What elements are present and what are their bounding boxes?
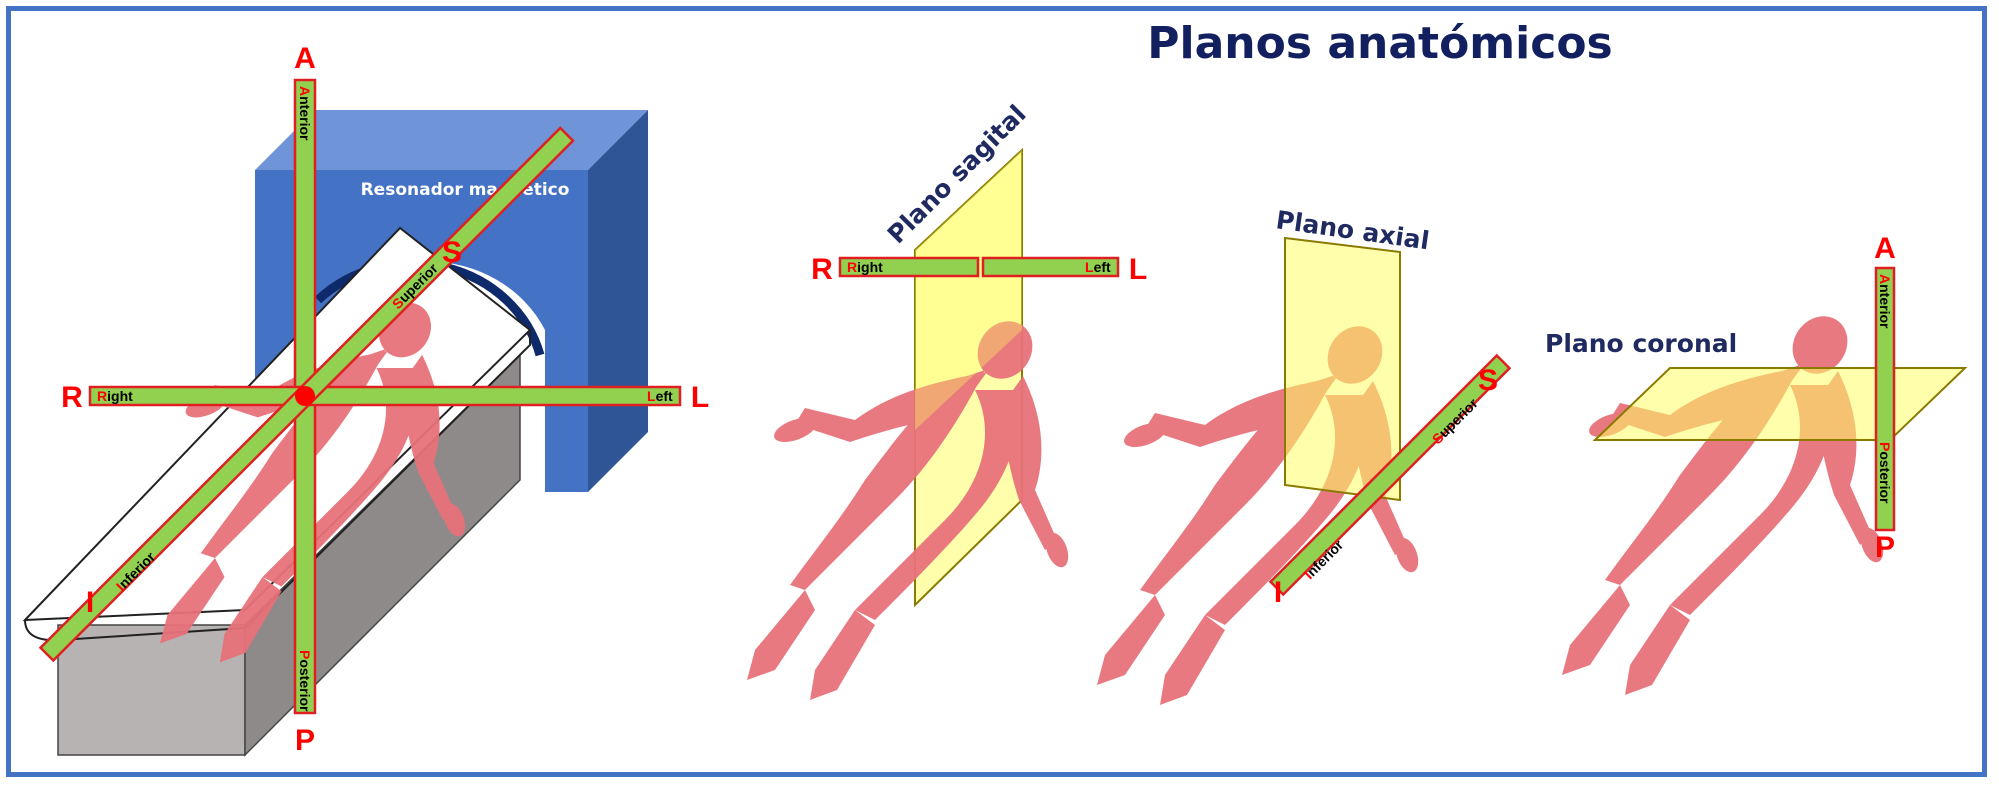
anterior-word: Anterior xyxy=(297,86,313,141)
axial-superior-letter: S xyxy=(1478,364,1498,397)
sagittal-panel: R L Right Left Plano sagital xyxy=(747,99,1147,700)
coronal-posterior-word: Posterior xyxy=(1877,442,1893,504)
sagittal-right-bar xyxy=(838,256,980,278)
coronal-panel: A P Anterior Posterior Plano coronal xyxy=(1545,232,1968,695)
sagittal-left-letter: L xyxy=(1129,253,1147,286)
axial-inferior-letter: I xyxy=(1274,576,1282,609)
anterior-word-first: A xyxy=(297,86,313,96)
coronal-body xyxy=(1562,305,1888,695)
left-letter: L xyxy=(691,381,709,414)
coronal-posterior-rest: osterior xyxy=(1877,451,1893,504)
sagittal-right-word: Right xyxy=(847,259,883,275)
posterior-letter: P xyxy=(295,724,315,757)
axial-si-bar xyxy=(1268,353,1512,597)
coronal-anterior-word: Anterior xyxy=(1877,274,1893,329)
coronal-posterior-letter: P xyxy=(1875,531,1895,564)
diagram-title: Planos anatómicos xyxy=(1147,18,1612,69)
coronal-anterior-first: A xyxy=(1877,274,1893,284)
table-top-edge xyxy=(24,330,531,642)
sagittal-plane-overlay xyxy=(915,150,1022,430)
axial-panel: S I Superior Inferior Plano axial xyxy=(1097,205,1512,705)
scanner-side-face xyxy=(588,110,648,492)
anterior-word-rest: nterior xyxy=(297,96,313,141)
right-word-rest: ight xyxy=(107,388,133,404)
anterior-letter: A xyxy=(294,42,316,75)
posterior-word-rest: osterior xyxy=(297,659,313,712)
origin-point xyxy=(295,386,315,406)
posterior-word: Posterior xyxy=(297,650,313,712)
scanner-axes: A P R L S I Anterior Posterior Right Lef… xyxy=(38,42,709,757)
coronal-anterior-rest: nterior xyxy=(1877,284,1893,329)
sagittal-right-first: R xyxy=(847,259,857,275)
sagittal-left-first: L xyxy=(1085,259,1094,275)
posterior-word-first: P xyxy=(297,650,313,659)
sagittal-right-letter: R xyxy=(811,253,833,286)
table-base-front xyxy=(57,624,246,756)
right-left-axis xyxy=(88,385,682,407)
inferior-letter: I xyxy=(86,586,94,619)
coronal-posterior-first: P xyxy=(1877,442,1893,451)
right-word-first: R xyxy=(97,388,107,404)
coronal-plane xyxy=(1592,367,1968,441)
sagittal-right-rest: ight xyxy=(857,259,883,275)
sagittal-left-word: Left xyxy=(1085,259,1111,275)
right-letter: R xyxy=(61,381,83,414)
sagittal-body xyxy=(747,310,1073,700)
left-word-rest: eft xyxy=(656,388,673,404)
coronal-label: Plano coronal xyxy=(1545,329,1737,358)
coronal-ap-bar xyxy=(1874,266,1896,532)
sagittal-left-bar xyxy=(981,256,1120,278)
right-word: Right xyxy=(97,388,133,404)
axial-plane xyxy=(1284,236,1401,502)
coronal-anterior-letter: A xyxy=(1874,232,1896,265)
superior-letter: S xyxy=(442,236,462,269)
sagittal-left-rest: eft xyxy=(1094,259,1111,275)
scanner-label: Resonador magnético xyxy=(361,180,570,200)
left-word-first: L xyxy=(647,388,656,404)
left-word: Left xyxy=(647,388,673,404)
